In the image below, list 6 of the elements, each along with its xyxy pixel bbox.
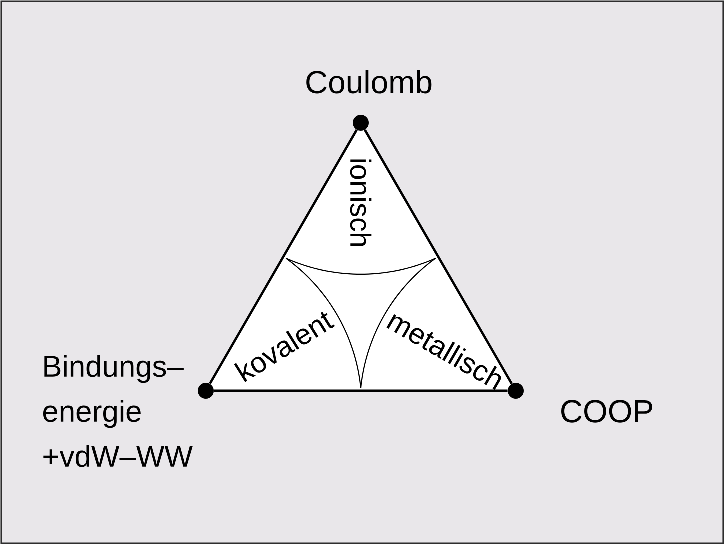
vertex-label: Bindungs– energie +vdW–WW [43, 355, 193, 468]
vertex-label: COOP [562, 400, 652, 423]
triangle-side [364, 130, 513, 384]
triangle-side [209, 130, 358, 384]
vertex-label: Coulomb [306, 70, 432, 94]
triangle-side [214, 390, 508, 392]
